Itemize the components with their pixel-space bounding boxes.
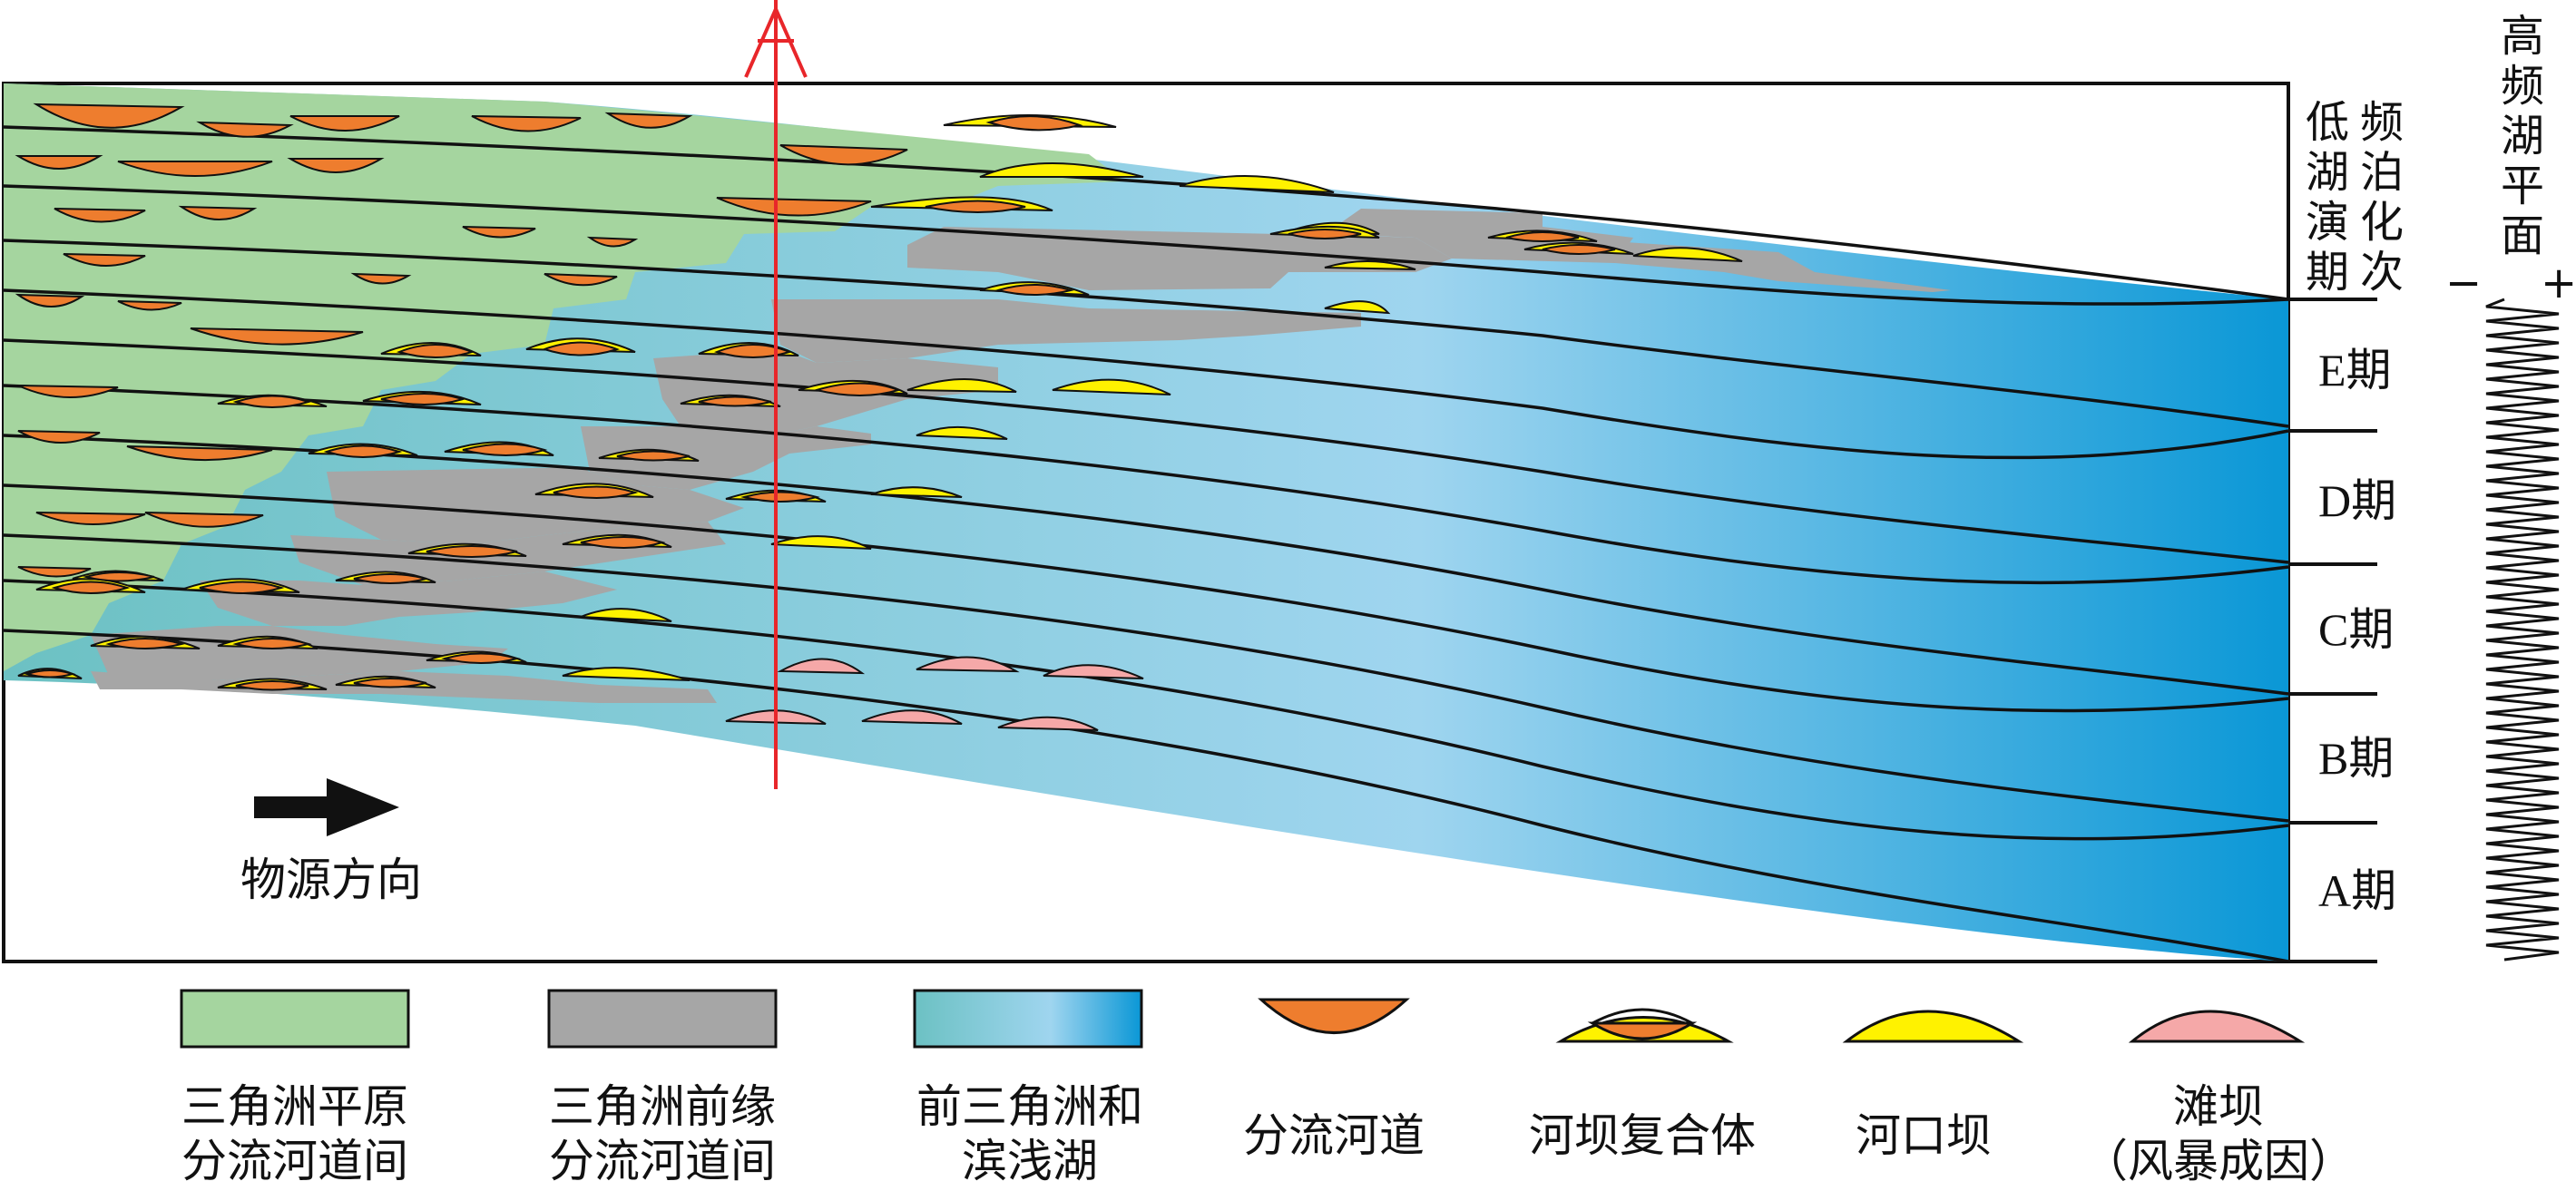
section-marker-label: A (748, 0, 804, 51)
high-freq-char: 频 (2500, 61, 2544, 112)
low-freq-char: 化 (2359, 197, 2404, 248)
strata-lines (3, 125, 2289, 963)
legend-swatch-front (547, 989, 778, 1049)
section-line-a (744, 0, 808, 789)
legend-swatch-beach-bar (2128, 1010, 2306, 1043)
low-freq-char: 次 (2359, 247, 2404, 298)
legend-line: 三角洲前缘 (549, 1080, 776, 1133)
high-freq-char: 湖 (2500, 111, 2544, 161)
legend-line: 分流河道间 (549, 1135, 776, 1187)
period-label-d: D期 (2318, 475, 2397, 526)
minus-sign: − (2445, 258, 2483, 308)
period-separators (2288, 298, 2377, 963)
high-freq-char: 面 (2500, 210, 2544, 261)
legend-line: 分流河道间 (181, 1135, 408, 1187)
high-freq-char: 高 (2500, 11, 2544, 62)
beach-bars (725, 656, 1144, 731)
legend-swatch-mouth-bar (1842, 1010, 2024, 1043)
low-freq-char: 频 (2359, 97, 2404, 148)
legend-label-mouth-bar: 河口坝 (1856, 1109, 1992, 1162)
legend-label-prodelta: 前三角洲和 滨浅湖 (889, 1079, 1170, 1188)
legend-label-plain: 三角洲平原 分流河道间 (154, 1079, 436, 1188)
low-freq-char: 演 (2305, 197, 2349, 248)
low-freq-char: 湖 (2305, 147, 2349, 198)
legend-swatch-prodelta (913, 989, 1143, 1049)
legend-label-channel: 分流河道 (1243, 1109, 1425, 1162)
high-frequency-wave (2485, 298, 2560, 962)
legend-label-front: 三角洲前缘 分流河道间 (522, 1079, 803, 1188)
legend-line: 滩坝 (2173, 1080, 2264, 1133)
legend-label-complex: 河坝复合体 (1529, 1109, 1756, 1162)
legend-swatch-channel (1258, 998, 1410, 1034)
legend-swatches (180, 989, 2306, 1049)
legend-line: 前三角洲和 (916, 1080, 1143, 1133)
legend-line: （风暴成因） (2082, 1135, 2355, 1187)
legend-swatch-complex (1555, 1008, 1734, 1043)
legend-line: 三角洲平原 (181, 1080, 408, 1133)
source-direction-arrow (254, 778, 399, 836)
low-freq-char: 期 (2305, 247, 2349, 298)
period-label-a: A期 (2318, 865, 2397, 916)
channel-bar-complexes (17, 114, 1634, 691)
legend-swatch-plain (180, 989, 410, 1049)
low-freq-char: 低 (2305, 97, 2349, 148)
period-label-c: C期 (2318, 604, 2395, 655)
legend-line: 滨浅湖 (962, 1135, 1098, 1187)
low-freq-char: 泊 (2359, 147, 2404, 198)
legend-label-beach-bar: 滩坝 （风暴成因） (2069, 1079, 2368, 1188)
delta-plain-zone (4, 83, 1125, 671)
period-label-e: E期 (2318, 345, 2392, 395)
high-freq-char: 平 (2500, 161, 2544, 211)
channel-bodies (15, 103, 908, 578)
delta-front-zone (91, 209, 1951, 703)
period-label-b: B期 (2318, 733, 2395, 784)
plus-sign: + (2541, 258, 2576, 308)
source-direction-label: 物源方向 (240, 854, 422, 906)
